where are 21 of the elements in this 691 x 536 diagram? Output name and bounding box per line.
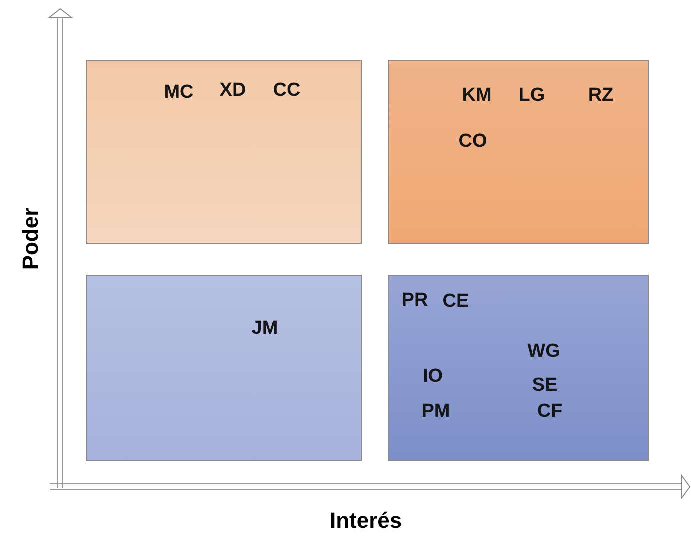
axis-title: Poder <box>18 208 44 270</box>
stakeholder-initials: WG <box>528 341 560 363</box>
quadrant-box <box>86 275 362 461</box>
stakeholder-initials: MC <box>164 82 194 104</box>
stakeholder-initials: RZ <box>588 85 614 107</box>
stakeholder-initials: CC <box>273 80 301 102</box>
quadrant-box <box>388 60 649 244</box>
quadrant-box <box>86 60 362 244</box>
stakeholder-initials: PR <box>402 290 428 312</box>
stakeholder-initials: LG <box>518 85 546 107</box>
stakeholder-initials: PM <box>422 401 450 423</box>
stakeholder-initials: SE <box>532 375 558 397</box>
stakeholder-initials: IO <box>422 366 444 388</box>
stakeholder-initials: CE <box>442 291 470 313</box>
stakeholder-initials: CF <box>537 401 563 423</box>
quadrant-box <box>388 275 649 461</box>
stakeholder-initials: CO <box>458 131 488 153</box>
stakeholder-initials: JM <box>252 318 278 340</box>
axis-title: Interés <box>330 508 402 534</box>
stakeholder-initials: KM <box>462 85 492 107</box>
stakeholder-initials: XD <box>220 80 246 102</box>
